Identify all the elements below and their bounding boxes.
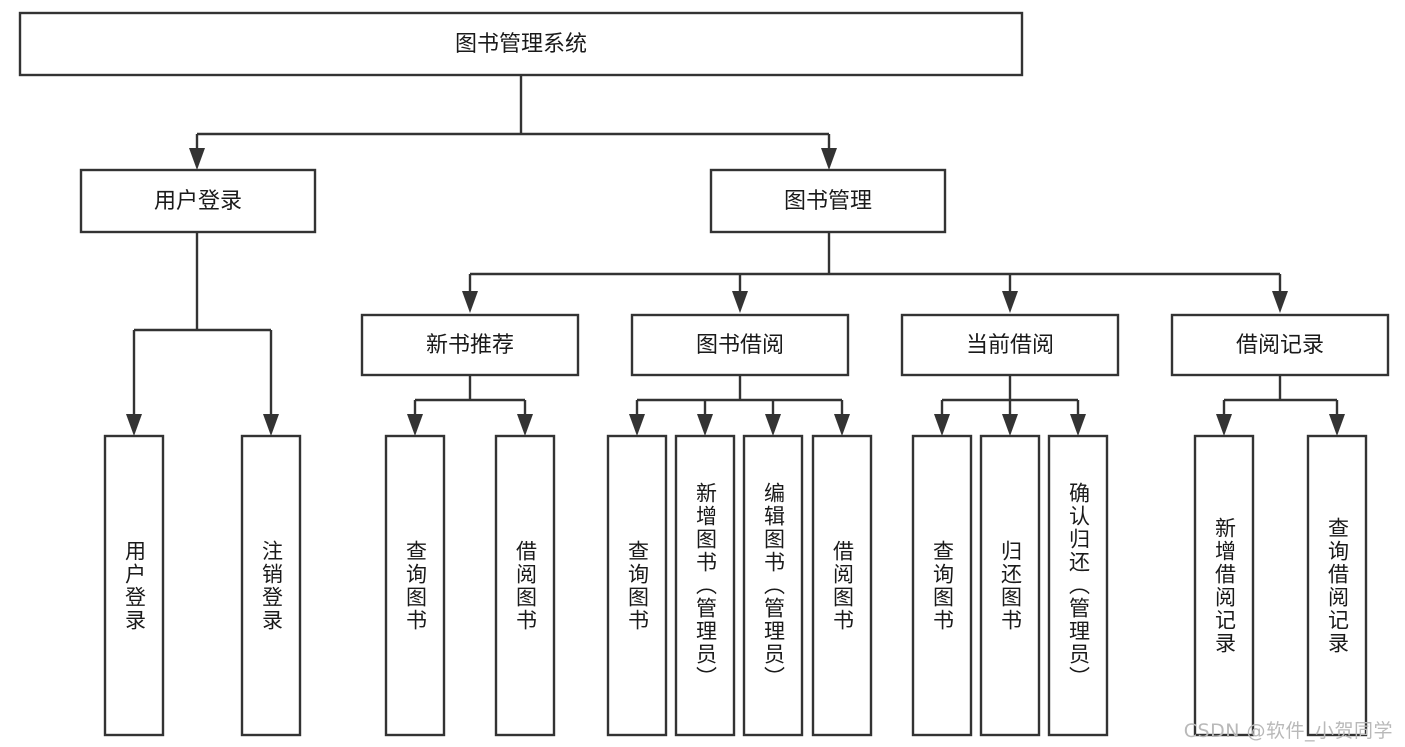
node-label: 图书借阅	[696, 333, 784, 358]
node-label: 新书推荐	[426, 333, 514, 358]
arrow-icon	[934, 414, 950, 436]
connector-user-login-to-leaves	[126, 232, 279, 436]
arrow-icon	[189, 148, 205, 170]
node-label: 借阅记录	[1236, 333, 1324, 358]
node-box[interactable]	[18, 11, 1024, 77]
leaf-box-add-borrow-record[interactable]	[1193, 434, 1255, 737]
arrow-icon	[462, 291, 478, 313]
arrow-icon	[1002, 414, 1018, 436]
arrow-icon	[407, 414, 423, 436]
leaf-box-edit-book-admin[interactable]	[742, 434, 804, 737]
leaf-group-user-login	[103, 434, 302, 737]
leaf-group-book-borrow	[606, 434, 873, 737]
arrow-icon	[821, 148, 837, 170]
arrow-icon	[732, 291, 748, 313]
node-root-library-system[interactable]: 图书管理系统	[18, 11, 1024, 77]
leaf-box-query-book-2[interactable]	[606, 434, 668, 737]
connector-borrow-record-to-leaves	[1216, 375, 1345, 436]
leaf-box-query-book-3[interactable]	[911, 434, 973, 737]
arrow-icon	[1329, 414, 1345, 436]
leaf-group-new-book-recommend	[384, 434, 556, 737]
node-current-borrow[interactable]: 当前借阅	[900, 313, 1120, 377]
node-borrow-record[interactable]: 借阅记录	[1170, 313, 1390, 377]
node-label: 图书管理	[784, 189, 872, 214]
connector-book-borrow-to-leaves	[629, 375, 850, 436]
connector-current-borrow-to-leaves	[934, 375, 1086, 436]
connector-root-to-level2	[189, 75, 837, 170]
leaf-box-borrow-book-1[interactable]	[494, 434, 556, 737]
connector-book-mgmt-to-level3	[462, 232, 1288, 313]
node-box[interactable]	[709, 168, 947, 234]
node-box[interactable]	[630, 313, 850, 377]
leaf-box-query-book-1[interactable]	[384, 434, 446, 737]
arrow-icon	[834, 414, 850, 436]
node-book-management[interactable]: 图书管理	[709, 168, 947, 234]
node-box[interactable]	[79, 168, 317, 234]
arrow-icon	[629, 414, 645, 436]
arrow-icon	[1070, 414, 1086, 436]
leaf-box-return-book[interactable]	[979, 434, 1041, 737]
node-box[interactable]	[1170, 313, 1390, 377]
node-label: 用户登录	[154, 189, 242, 214]
leaf-box-logout-login[interactable]	[240, 434, 302, 737]
arrow-icon	[697, 414, 713, 436]
node-box[interactable]	[900, 313, 1120, 377]
arrow-icon	[1002, 291, 1018, 313]
leaf-box-query-borrow-record[interactable]	[1306, 434, 1368, 737]
leaf-box-confirm-return-admin[interactable]	[1047, 434, 1109, 737]
arrow-icon	[765, 414, 781, 436]
node-book-borrow[interactable]: 图书借阅	[630, 313, 850, 377]
leaf-group-borrow-record	[1193, 434, 1368, 737]
node-label: 当前借阅	[966, 333, 1054, 358]
arrow-icon	[1216, 414, 1232, 436]
leaf-group-current-borrow	[911, 434, 1109, 737]
arrow-icon	[517, 414, 533, 436]
connector-new-book-to-leaves	[407, 375, 533, 436]
arrow-icon	[263, 414, 279, 436]
leaf-box-borrow-book-2[interactable]	[811, 434, 873, 737]
leaf-box-add-book-admin[interactable]	[674, 434, 736, 737]
node-new-book-recommend[interactable]: 新书推荐	[360, 313, 580, 377]
arrow-icon	[1272, 291, 1288, 313]
node-label: 图书管理系统	[455, 32, 587, 57]
arrow-icon	[126, 414, 142, 436]
node-user-login[interactable]: 用户登录	[79, 168, 317, 234]
leaf-box-user-login[interactable]	[103, 434, 165, 737]
node-box[interactable]	[360, 313, 580, 377]
